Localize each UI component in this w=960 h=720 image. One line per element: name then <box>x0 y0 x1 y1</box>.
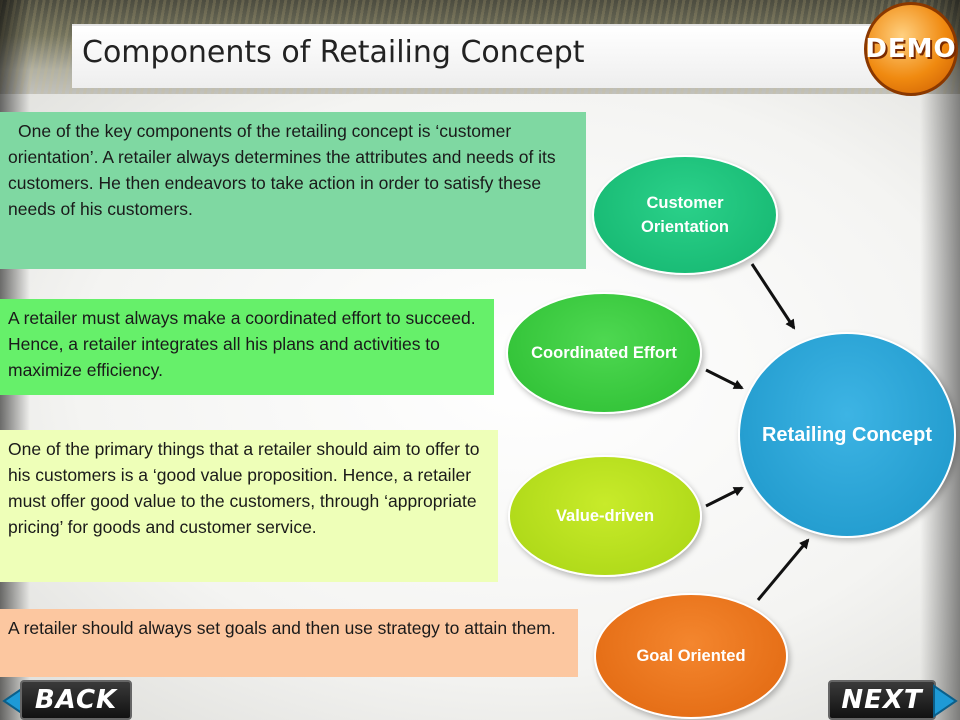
goal-oriented-description: A retailer should always set goals and t… <box>0 609 578 677</box>
next-arrow-icon[interactable] <box>932 684 958 718</box>
back-button[interactable]: BACK <box>20 680 132 720</box>
node-value-driven-label: Value-driven <box>555 506 655 525</box>
node-goal-oriented: Goal Oriented <box>594 593 788 719</box>
node-goal-oriented-label: Goal Oriented <box>636 647 746 665</box>
title-bar: Components of Retailing Concept <box>72 24 892 88</box>
node-value-driven: Value-driven <box>508 455 702 577</box>
coordinated-effort-description: A retailer must always make a coordinate… <box>0 299 494 395</box>
customer-orientation-description: One of the key components of the retaili… <box>0 112 586 269</box>
back-button-label: BACK <box>34 685 118 715</box>
node-retailing-concept-label: Retailing Concept <box>761 424 932 446</box>
node-coordinated-effort-label: Coordinated Effort <box>531 344 677 362</box>
next-button[interactable]: NEXT <box>828 680 936 720</box>
demo-badge-label: DEMO <box>865 34 957 64</box>
value-driven-description: One of the primary things that a retaile… <box>0 430 498 582</box>
demo-badge: DEMO <box>864 2 958 96</box>
right-vignette <box>920 0 960 720</box>
node-customer-orientation-label: Customer Orientation <box>640 194 729 236</box>
node-customer-orientation: Customer Orientation <box>592 155 778 275</box>
page-title: Components of Retailing Concept <box>82 35 585 70</box>
next-button-label: NEXT <box>841 685 923 715</box>
node-retailing-concept: Retailing Concept <box>738 332 956 538</box>
node-coordinated-effort: Coordinated Effort <box>506 292 702 414</box>
